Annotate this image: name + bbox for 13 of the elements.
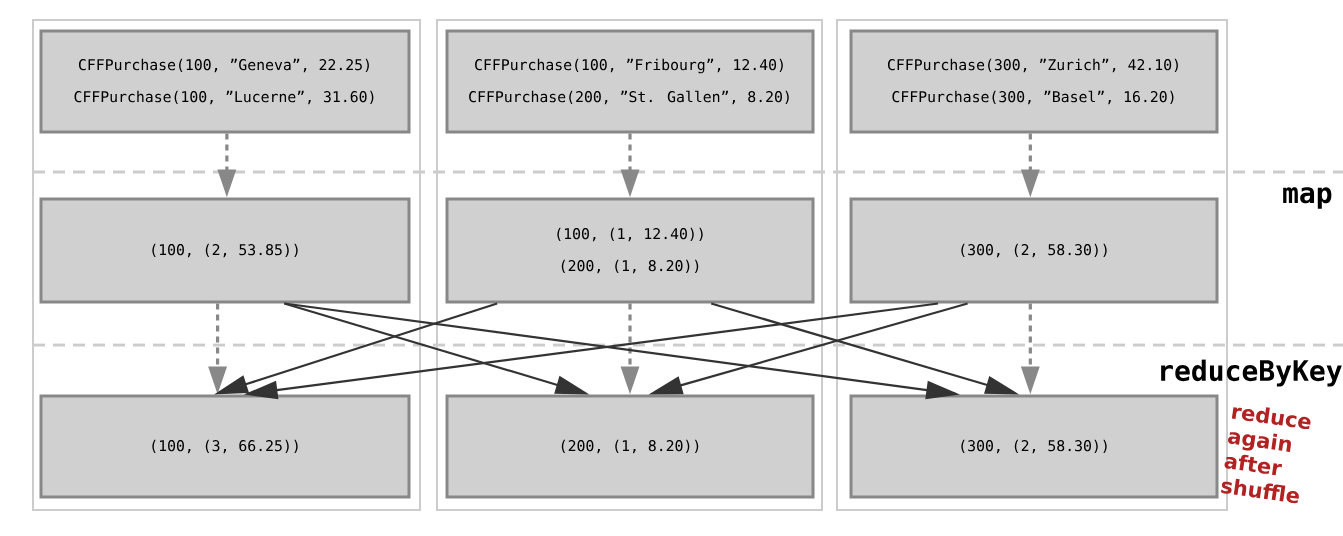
- column-frame: [32, 19, 421, 511]
- code-box: CFFPurchase(300, ”Zurich”, 42.10) CFFPurchase(300, ”Basel”, 16.20): [849, 29, 1219, 134]
- code-box: (200, (1, 8.20)): [445, 394, 815, 499]
- column-frame: [436, 19, 823, 511]
- stage-label: reduceByKey: [1161, 359, 1342, 387]
- code-box: (100, (2, 53.85)): [39, 197, 411, 304]
- code-box: (100, (1, 12.40)) (200, (1, 8.20)): [445, 197, 815, 304]
- code-box: (300, (2, 58.30)): [849, 197, 1219, 304]
- code-box: (300, (2, 58.30)): [849, 394, 1219, 499]
- stage-label: map: [1283, 187, 1332, 209]
- code-box: CFFPurchase(100, ”Geneva”, 22.25) CFFPurchase(100, ”Lucerne”, 31.60): [39, 29, 411, 134]
- code-box: CFFPurchase(100, ”Fribourg”, 12.40) CFFPurchase(200, ”St. Gallen”, 8.20): [445, 29, 815, 134]
- code-box: (100, (3, 66.25)): [39, 394, 411, 499]
